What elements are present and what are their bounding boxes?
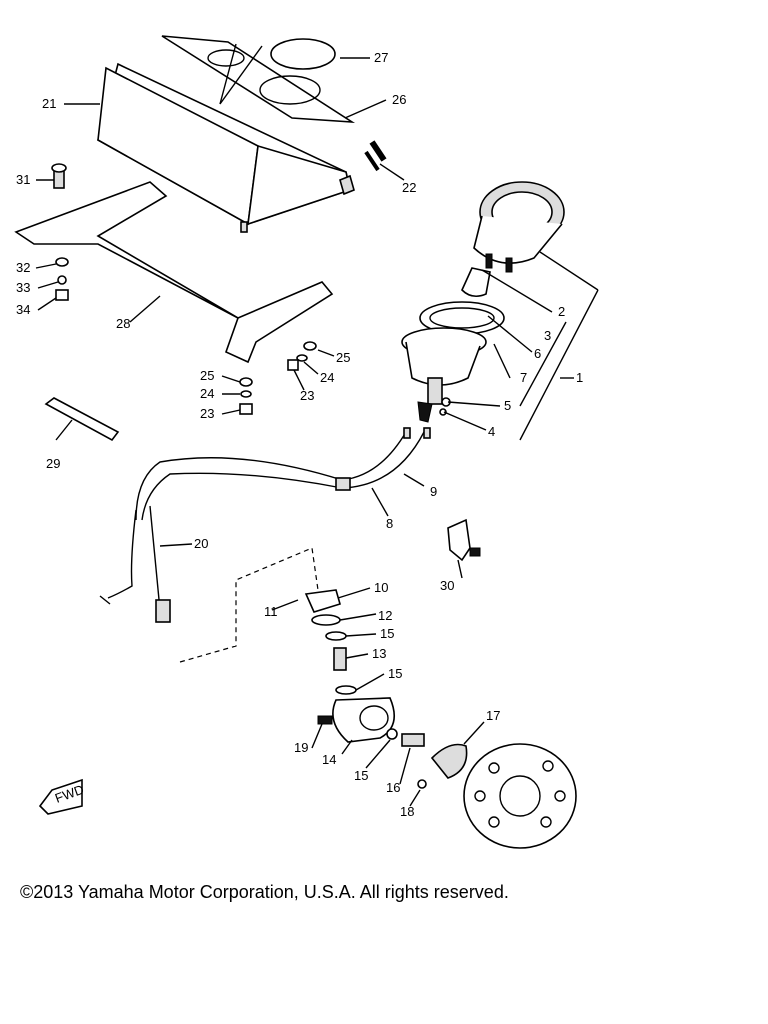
callout-13: 13 [372, 646, 386, 661]
speedometer-drive-unit [304, 589, 468, 789]
callout-26: 26 [392, 92, 406, 107]
part-30 [447, 518, 481, 562]
callout-25a: 25 [200, 368, 214, 383]
small-hardware [51, 163, 317, 415]
part-22-bolt [364, 140, 387, 172]
callout-23a: 23 [200, 406, 214, 421]
callout-4: 4 [488, 424, 495, 439]
copyright-notice: ©2013 Yamaha Motor Corporation, U.S.A. A… [20, 882, 509, 902]
callout-15c: 15 [354, 768, 368, 783]
callout-31: 31 [16, 172, 30, 187]
callout-16: 16 [386, 780, 400, 795]
callout-18: 18 [400, 804, 414, 819]
wheel-hub [463, 743, 577, 849]
callout-labels: 27 26 21 22 31 32 33 34 28 25 24 23 25 2… [16, 50, 583, 819]
callout-3: 3 [544, 328, 551, 343]
callout-28: 28 [116, 316, 130, 331]
part-27-lens [270, 38, 336, 70]
callout-34: 34 [16, 302, 30, 317]
dashed-alignment-line [179, 547, 319, 663]
part-28-bracket [14, 181, 334, 364]
callout-12: 12 [378, 608, 392, 623]
part-1-speedometer-assembly [401, 181, 565, 423]
callout-7: 7 [520, 370, 527, 385]
callout-8: 8 [386, 516, 393, 531]
callout-22: 22 [402, 180, 416, 195]
callout-10: 10 [374, 580, 388, 595]
callout-20: 20 [194, 536, 208, 551]
callout-2: 2 [558, 304, 565, 319]
callout-24a: 24 [200, 386, 214, 401]
callout-33: 33 [16, 280, 30, 295]
part-20-speedometer-cable [99, 505, 171, 623]
callout-29: 29 [46, 456, 60, 471]
part-8-9-cables [135, 427, 431, 521]
part-21-meter-housing [97, 43, 355, 233]
callout-32: 32 [16, 260, 30, 275]
callout-17: 17 [486, 708, 500, 723]
leader-lines [35, 57, 485, 807]
fwd-badge: FWD [38, 778, 86, 815]
callout-15b: 15 [388, 666, 402, 681]
callout-5: 5 [504, 398, 511, 413]
part-26-gasket-plate [161, 35, 356, 124]
part-1-leader-tree [443, 251, 599, 441]
callout-19: 19 [294, 740, 308, 755]
callout-30: 30 [440, 578, 454, 593]
callout-23b: 23 [300, 388, 314, 403]
callout-25b: 25 [336, 350, 350, 365]
callout-15a: 15 [380, 626, 394, 641]
callout-27: 27 [374, 50, 388, 65]
callout-14: 14 [322, 752, 336, 767]
callout-21: 21 [42, 96, 56, 111]
callout-11: 11 [264, 604, 278, 619]
callout-9: 9 [430, 484, 437, 499]
parts-diagram: FWD [14, 35, 599, 849]
callout-6: 6 [534, 346, 541, 361]
callout-24b: 24 [320, 370, 334, 385]
part-29 [44, 397, 120, 442]
callout-1: 1 [576, 370, 583, 385]
